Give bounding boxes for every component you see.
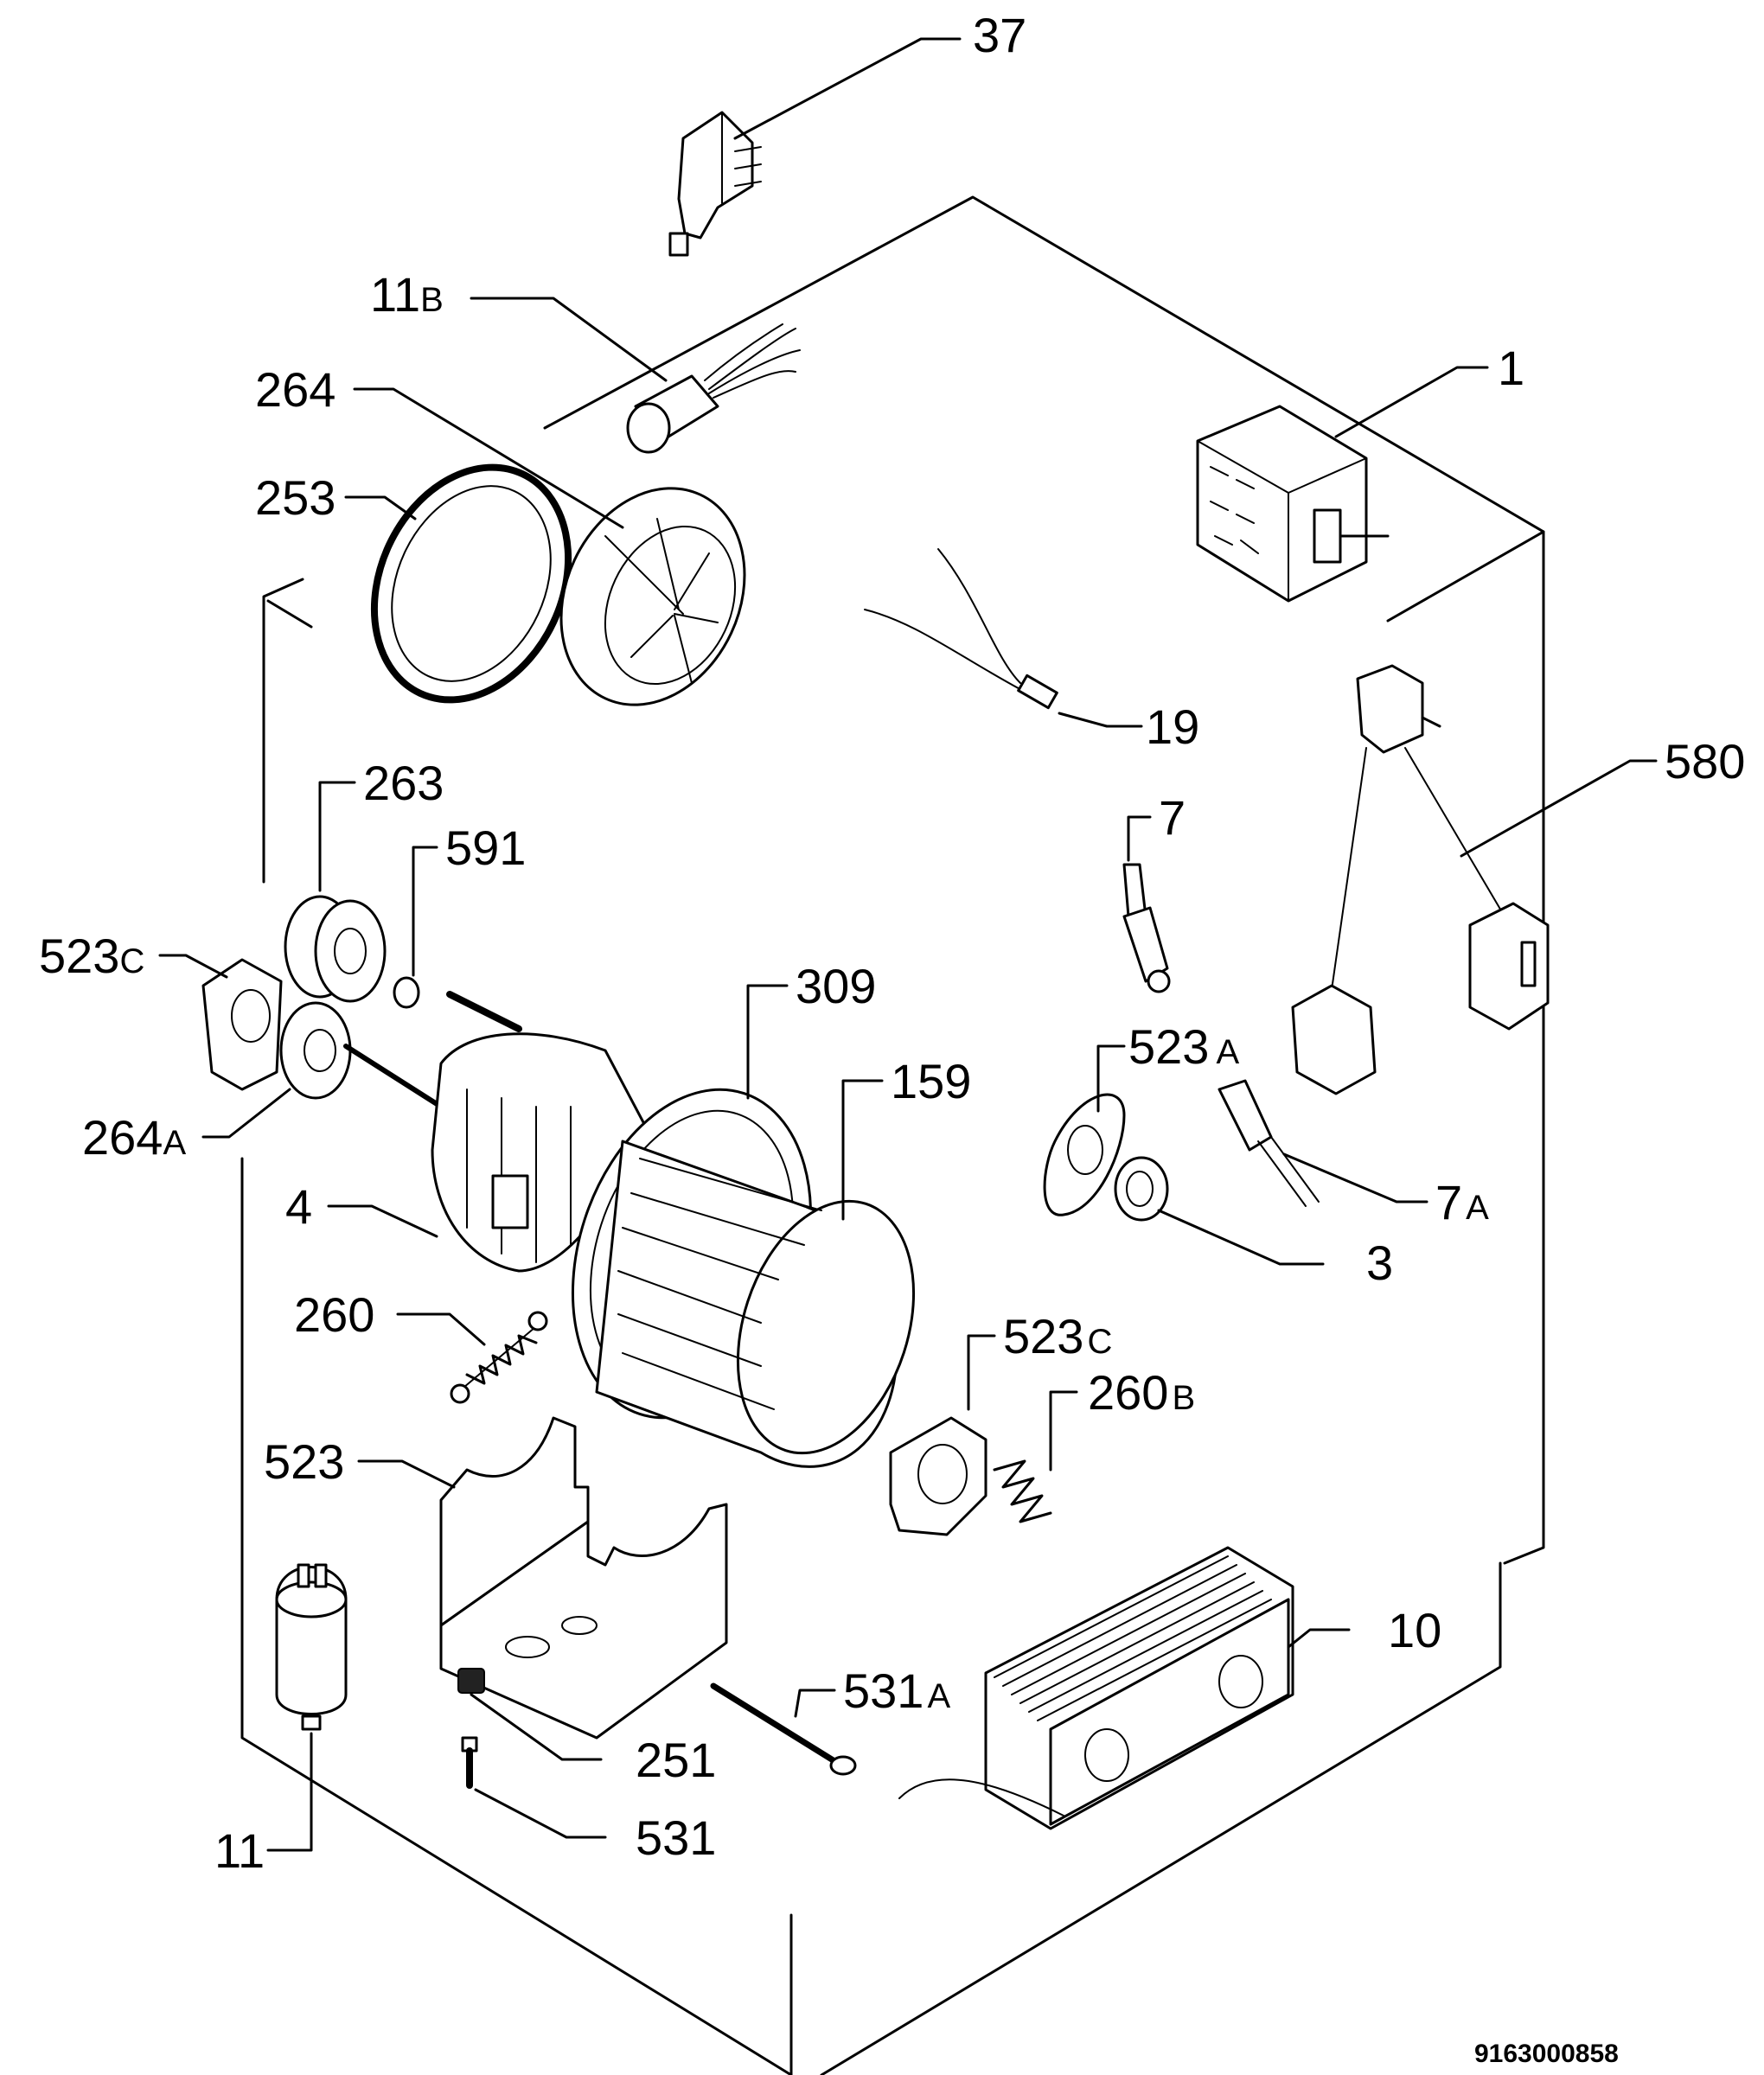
part-10-heater [898, 1546, 1294, 1830]
part-580-door-switch [1291, 664, 1550, 1095]
part-531-screw [461, 1736, 478, 1789]
part-11B-capacitor [626, 323, 801, 454]
label-251: 251 [636, 1733, 716, 1787]
label-523C-left: 523C [39, 929, 144, 983]
part-264-fan-impeller [559, 487, 746, 706]
part-19-sensor [864, 548, 1058, 710]
part-7A-thermostat [1218, 1079, 1320, 1207]
label-253: 253 [255, 470, 336, 525]
label-10: 10 [1388, 1603, 1441, 1657]
label-37: 37 [973, 8, 1026, 62]
part-251-nut [457, 1668, 485, 1694]
part-159-blower-wheel [595, 1140, 916, 1468]
label-263: 263 [363, 756, 444, 810]
label-11: 11 [214, 1823, 265, 1878]
label-11B: 11B [370, 267, 444, 322]
part-523-motor-cradle [439, 1416, 728, 1740]
callout-labels: 37 11B 264 253 1 19 580 263 591 7 523C 3… [39, 8, 1745, 1878]
part-37-connector [668, 111, 762, 257]
part-11-capacitor [275, 1563, 348, 1731]
part-260B-spring [993, 1459, 1052, 1523]
part-260-spring [450, 1311, 548, 1404]
label-260: 260 [294, 1287, 374, 1342]
part-264A-pulley [279, 1001, 352, 1100]
label-7: 7 [1159, 790, 1186, 845]
label-580: 580 [1665, 734, 1745, 788]
label-19: 19 [1146, 699, 1199, 754]
part-263-pulley [284, 895, 387, 1003]
part-3-bearing [1114, 1156, 1169, 1222]
label-4: 4 [285, 1179, 312, 1234]
label-264: 264 [255, 362, 336, 417]
document-number: 9163000858 [1474, 2040, 1619, 2068]
part-253-seal-ring [370, 463, 572, 704]
cabinet-outline [240, 195, 1545, 2075]
part-531A-bolt [710, 1682, 857, 1776]
leader-lines [158, 37, 1658, 1852]
part-523C-left-bracket [201, 958, 283, 1091]
label-1: 1 [1498, 341, 1524, 395]
part-7-thermostat [1122, 863, 1171, 993]
label-159: 159 [891, 1054, 971, 1108]
label-264A: 264A [82, 1110, 186, 1165]
part-523A-gasket [1043, 1093, 1126, 1216]
part-523C-right-bracket [889, 1416, 987, 1536]
label-3: 3 [1366, 1235, 1393, 1290]
part-1-timer-switch [1196, 405, 1390, 603]
label-531: 531 [636, 1810, 716, 1865]
label-591: 591 [445, 820, 526, 875]
label-523: 523 [264, 1434, 344, 1489]
part-591-washer [393, 976, 420, 1009]
label-309: 309 [796, 959, 876, 1013]
